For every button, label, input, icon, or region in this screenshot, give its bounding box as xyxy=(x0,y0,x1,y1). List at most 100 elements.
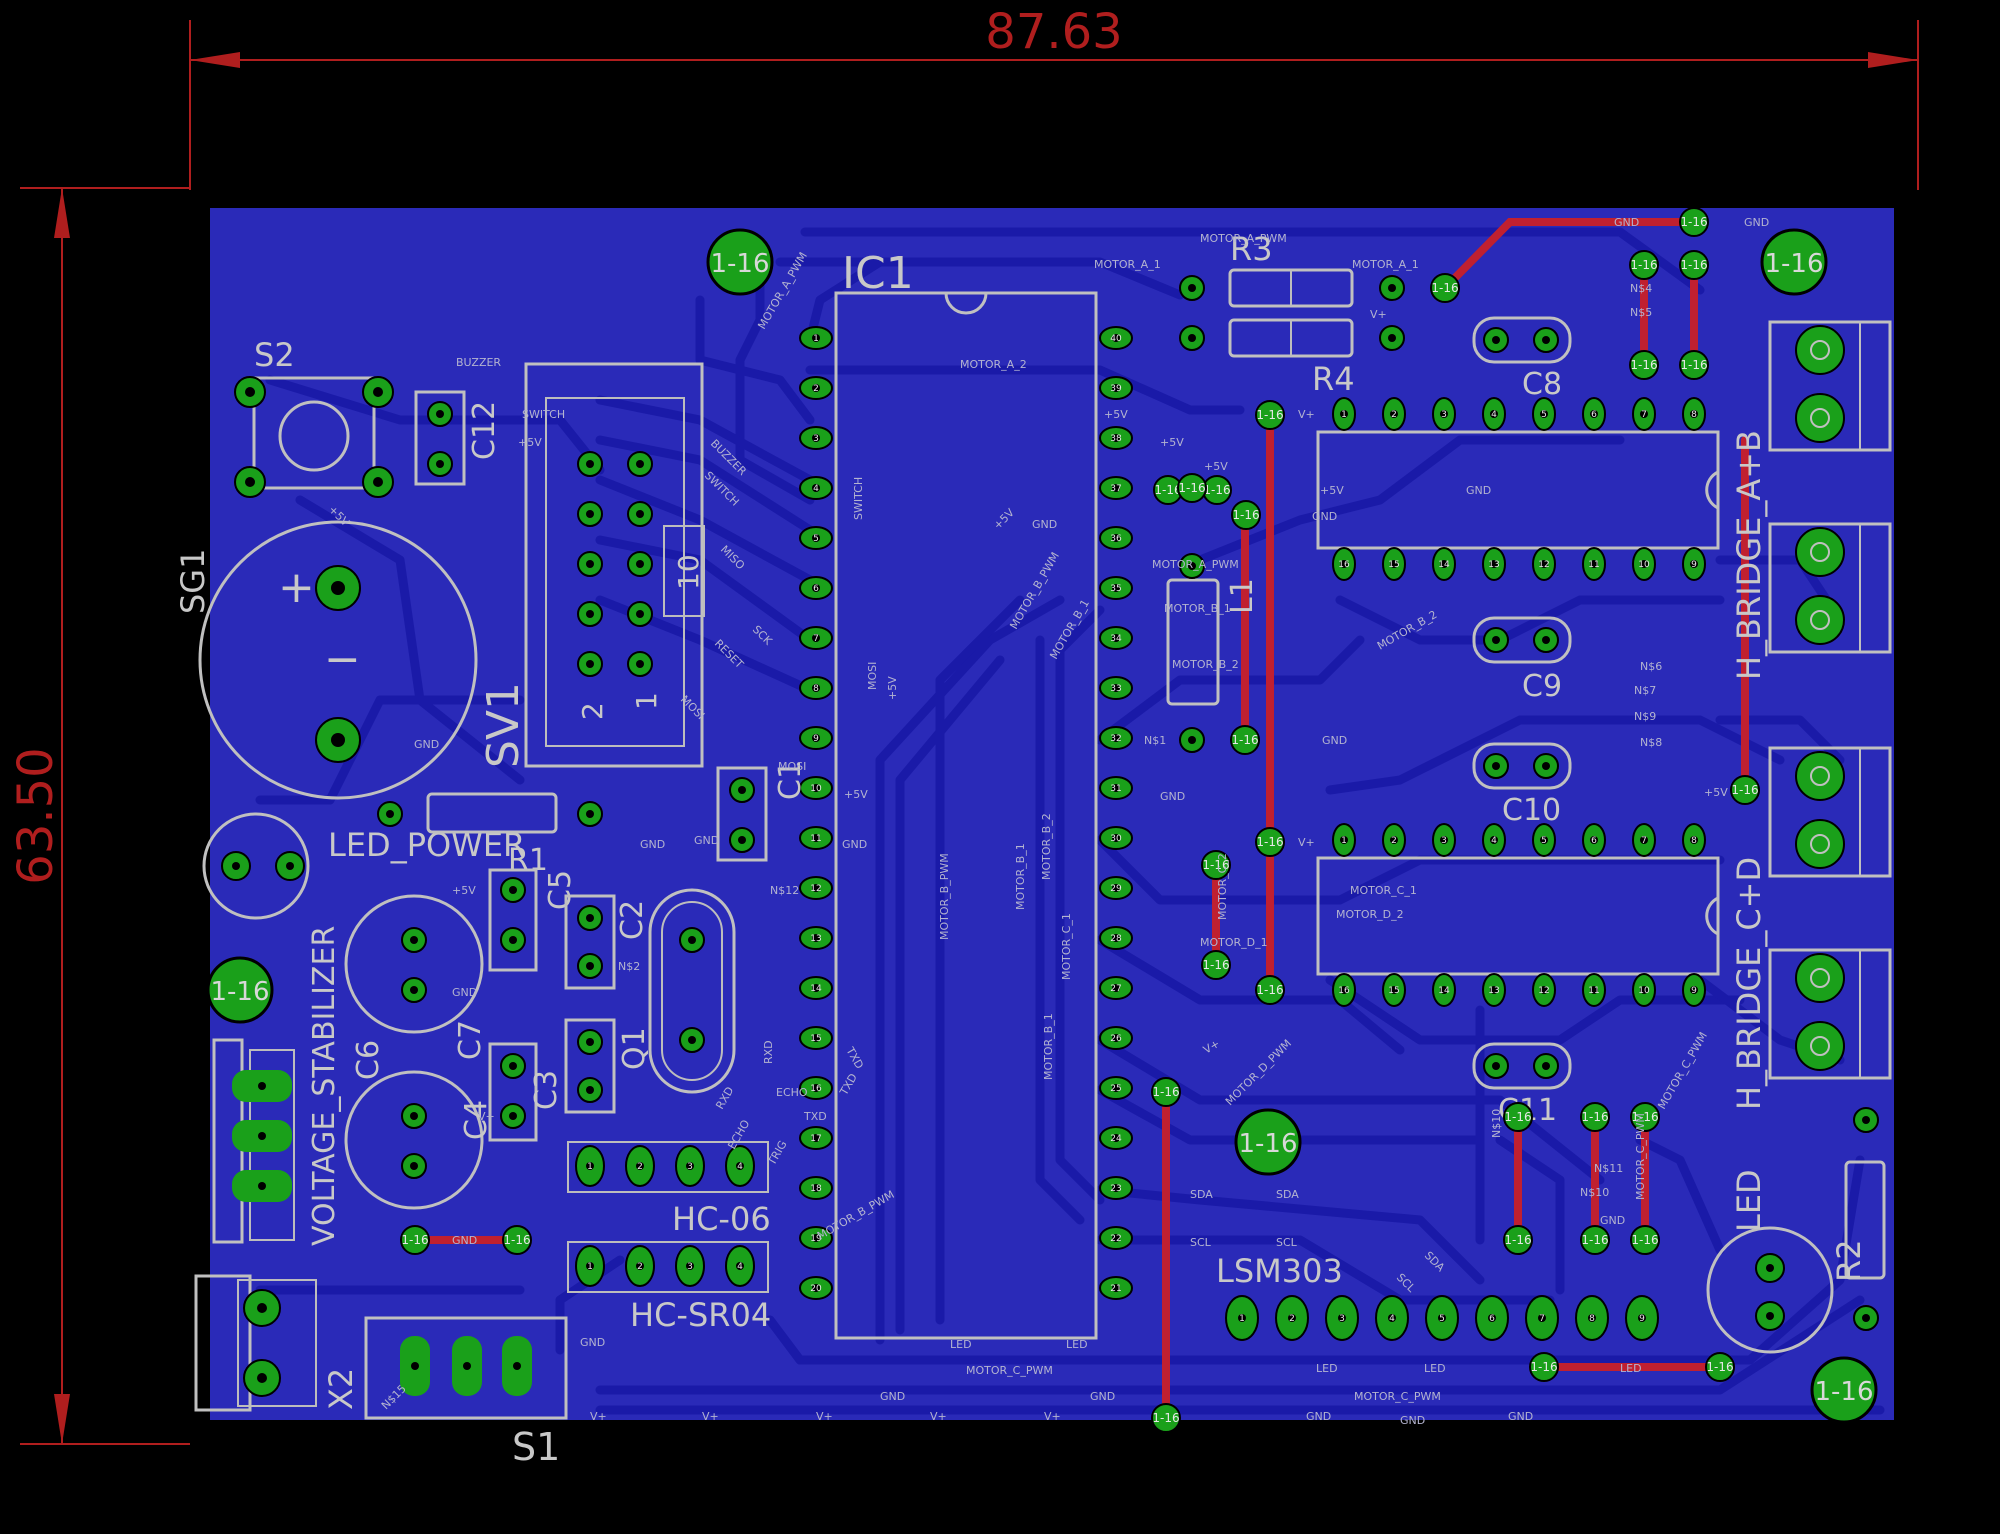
sv1-pin xyxy=(577,651,603,677)
net-gnd-label-3: GND xyxy=(1466,484,1491,497)
svg-text:3: 3 xyxy=(1339,1314,1345,1324)
hbridge-pin: 1 xyxy=(1332,823,1356,857)
c5-label: C5 xyxy=(543,870,578,910)
lsm303-pin: 8 xyxy=(1575,1295,1609,1341)
hbridge-pin: 8 xyxy=(1682,823,1706,857)
hbridge-pin: 9 xyxy=(1682,973,1706,1007)
via: 1-16 xyxy=(1231,500,1261,530)
via: 1-16 xyxy=(1201,850,1231,880)
hbridge-pin: 14 xyxy=(1432,547,1456,581)
hcsr04-label: HC-SR04 xyxy=(630,1296,771,1334)
net-n4-label: N$4 xyxy=(1630,282,1652,295)
l1-label: L1 xyxy=(1225,578,1260,614)
net-p5v-label-7: +5V xyxy=(844,788,868,801)
hc06-label: HC-06 xyxy=(672,1200,771,1238)
svg-text:−: − xyxy=(324,634,361,685)
via: 1-16 xyxy=(1529,1352,1559,1382)
sv1-pin xyxy=(577,551,603,577)
net-led-label-4: LED xyxy=(1424,1362,1446,1375)
c4-label: C4 xyxy=(459,1100,494,1140)
height-dimension-label: 63.50 xyxy=(8,747,64,884)
hcsr04-pin: 3 xyxy=(675,1245,705,1287)
hbridge-pin: 3 xyxy=(1432,397,1456,431)
sv1-footprint: SV1 2 1 10 xyxy=(478,362,705,768)
q1-footprint: Q1 xyxy=(617,888,736,1094)
c2-footprint: C2 xyxy=(564,894,650,990)
ic1-pin: 19 xyxy=(799,1226,833,1250)
c12-label: C12 xyxy=(467,401,502,460)
sv1-pin xyxy=(627,451,653,477)
svg-text:+: + xyxy=(278,562,315,613)
net-vplus-label-1: V+ xyxy=(590,1410,607,1423)
svg-text:11: 11 xyxy=(1588,986,1599,996)
svg-text:1-16: 1-16 xyxy=(1631,1233,1658,1247)
c7-footprint: C7 xyxy=(453,1020,538,1142)
svg-text:15: 15 xyxy=(810,1034,821,1044)
hbridge-pin: 12 xyxy=(1532,547,1556,581)
net-n10-label-2: N$10 xyxy=(1490,1109,1503,1138)
svg-text:20: 20 xyxy=(810,1284,822,1294)
mount-hole-bottom-right: 1-16 xyxy=(1810,1356,1878,1424)
net-n10-label: N$10 xyxy=(1580,1186,1609,1199)
svg-text:1-16: 1-16 xyxy=(1256,408,1283,422)
net-led-label: LED xyxy=(950,1338,972,1351)
svg-text:25: 25 xyxy=(1110,1084,1121,1094)
bottom-traces xyxy=(255,227,1885,1415)
svg-text:16: 16 xyxy=(1338,560,1350,570)
hbridge-pin: 14 xyxy=(1432,973,1456,1007)
ic1-pin: 14 xyxy=(799,976,833,1000)
c12-footprint: C12 xyxy=(414,390,502,486)
net-echo-label: ECHO xyxy=(776,1086,808,1099)
svg-text:6: 6 xyxy=(813,584,819,594)
top-traces xyxy=(411,218,1749,1422)
net-vplus-label-10: V+ xyxy=(478,1110,495,1123)
net-motor-c-1-label: MOTOR_C_1 xyxy=(1060,913,1073,980)
net-motor-a-1-label-2: MOTOR_A_1 xyxy=(1352,258,1419,271)
svg-text:1-16: 1-16 xyxy=(710,249,769,279)
via: 1-16 xyxy=(1730,775,1760,805)
ic1-pin: 15 xyxy=(799,1026,833,1050)
net-p5v-label-5: +5V xyxy=(1320,484,1344,497)
svg-text:32: 32 xyxy=(1110,734,1121,744)
net-motor-b-1-label-2: MOTOR_B_1 xyxy=(1164,602,1231,615)
net-p5v-label-6: +5V xyxy=(1704,786,1728,799)
mount-hole-top-left: 1-16 xyxy=(706,228,774,296)
svg-text:1-16: 1-16 xyxy=(1152,1411,1179,1425)
sg1-label: SG1 xyxy=(174,549,212,614)
via: 1-16 xyxy=(1679,207,1709,237)
svg-text:12: 12 xyxy=(1538,560,1549,570)
net-motor-c-pwm-label-2: MOTOR_C_PWM xyxy=(1354,1390,1441,1403)
hbridge-pin: 16 xyxy=(1332,547,1356,581)
hbridge-pin: 15 xyxy=(1382,973,1406,1007)
net-n9-label: N$9 xyxy=(1634,710,1656,723)
svg-text:1-16: 1-16 xyxy=(1814,1377,1873,1407)
ic1-pin: 35 xyxy=(1099,576,1133,600)
net-sda-label-2: SDA xyxy=(1276,1188,1299,1201)
svg-text:14: 14 xyxy=(810,984,822,994)
svg-text:1-16: 1-16 xyxy=(1203,483,1230,497)
svg-text:7: 7 xyxy=(1539,1314,1545,1324)
ic1-pin: 9 xyxy=(799,726,833,750)
dimension-horizontal: 87.63 xyxy=(189,4,1919,190)
via: 1-16 xyxy=(1630,1102,1660,1132)
x2-label: X2 xyxy=(322,1368,360,1410)
hbridge-pin: 2 xyxy=(1382,823,1406,857)
svg-text:5: 5 xyxy=(813,534,819,544)
svg-text:15: 15 xyxy=(1388,986,1399,996)
net-motor-a-1-label: MOTOR_A_1 xyxy=(1094,258,1161,271)
c2-label: C2 xyxy=(615,900,650,940)
r3-footprint: R3 xyxy=(1179,230,1405,308)
ic1-pin: 18 xyxy=(799,1176,833,1200)
svg-text:1-16: 1-16 xyxy=(1581,1233,1608,1247)
net-gnd-label-7: GND xyxy=(640,838,665,851)
ic1-pin: 37 xyxy=(1099,476,1133,500)
net-vplus-label-6: V+ xyxy=(1298,408,1315,421)
net-led-label-5: LED xyxy=(1620,1362,1642,1375)
sv1-pin xyxy=(627,501,653,527)
lsm303-pin: 4 xyxy=(1375,1295,1409,1341)
motor-terminal xyxy=(1768,948,1892,1080)
svg-text:15: 15 xyxy=(1388,560,1399,570)
ic1-pin: 25 xyxy=(1099,1076,1133,1100)
svg-text:6: 6 xyxy=(1591,410,1597,420)
